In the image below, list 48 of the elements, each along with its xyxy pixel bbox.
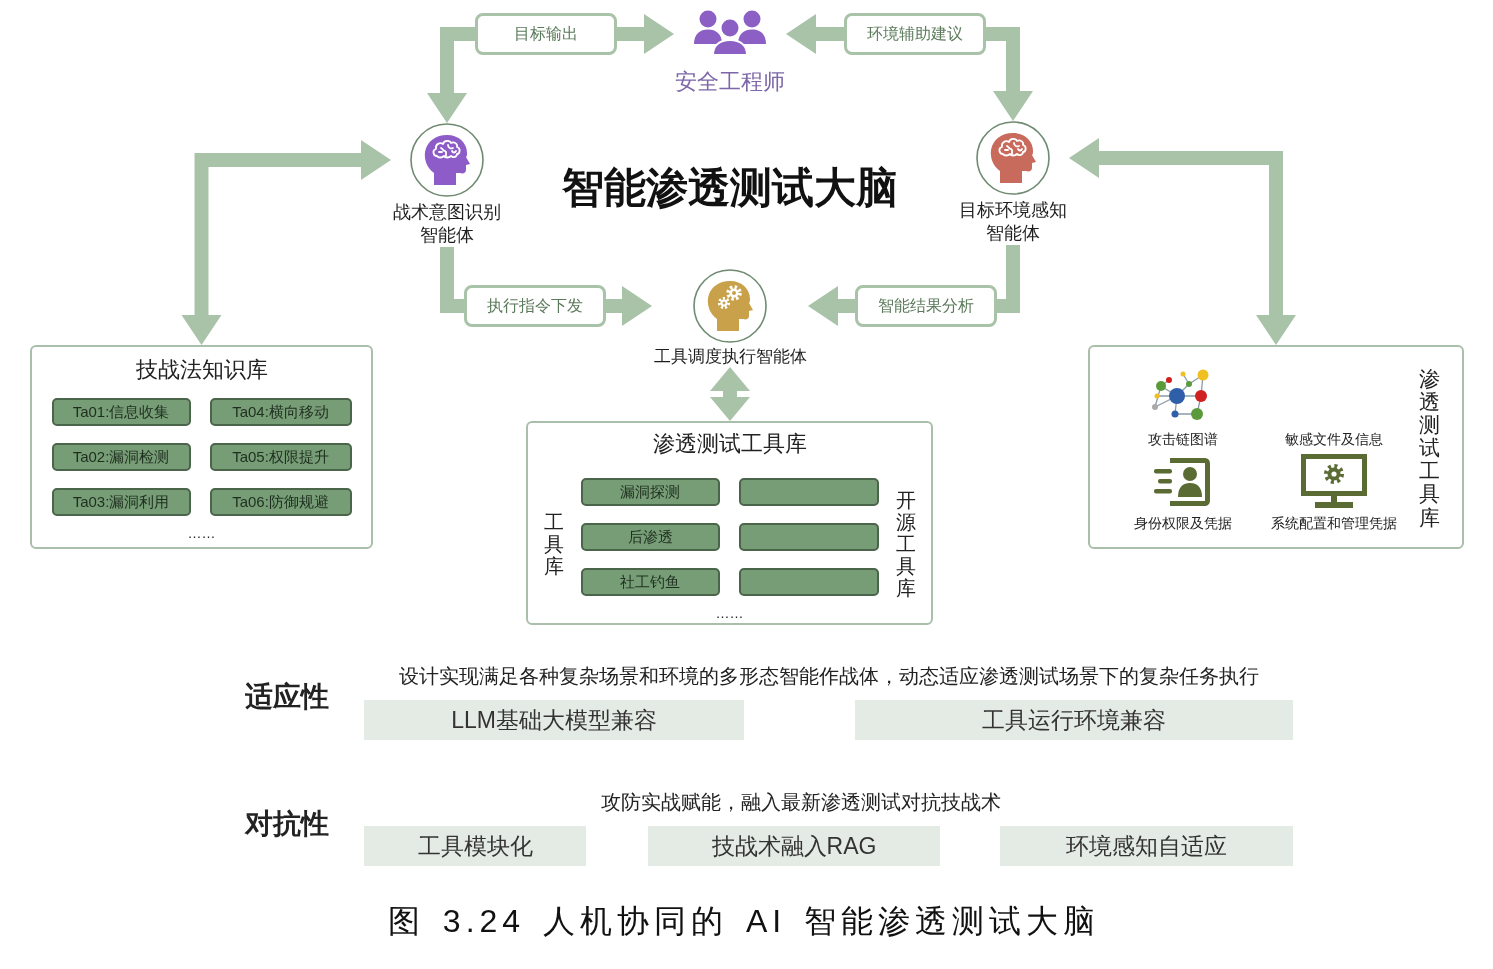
panel-title: 技战法知识库 <box>135 356 268 384</box>
asset-caption: 敏感文件及信息 <box>1285 430 1383 448</box>
tactic-tag: Ta02:漏洞检测 <box>51 443 191 471</box>
edge-label: 智能结果分析 <box>854 285 997 327</box>
vertical-label: 工具库 <box>544 511 564 577</box>
double-arrow <box>710 367 750 421</box>
agent-label: 战术意图识别智能体 <box>392 201 502 247</box>
tool-tag <box>738 478 879 506</box>
agent-label: 目标环境感知智能体 <box>958 199 1068 245</box>
knowledge-base-panel <box>30 345 373 549</box>
edge-label: 执行指令下发 <box>463 285 606 327</box>
edge-label: 环境辅助建议 <box>843 13 986 55</box>
double-arrow <box>181 140 391 345</box>
asset-caption: 系统配置和管理凭据 <box>1271 514 1397 532</box>
tactic-tag: Ta01:信息收集 <box>51 398 191 426</box>
tactic-tag: Ta05:权限提升 <box>209 443 352 471</box>
description-text: 设计实现满足各种复杂场景和环境的多形态智能作战体，动态适应渗透测试场景下的复杂任务执行 <box>399 664 1259 689</box>
tool-tag: 社工钓鱼 <box>580 568 720 596</box>
vertical-label: 开源工具库 <box>896 489 916 599</box>
description-text: 攻防实战赋能，融入最新渗透测试对抗技战术 <box>601 790 1001 815</box>
asset-caption: 身份权限及凭据 <box>1134 514 1232 532</box>
toolkit-panel <box>526 421 933 625</box>
diagram-title: 智能渗透测试大脑 <box>562 163 898 213</box>
role-label: 安全工程师 <box>675 68 785 96</box>
section-heading: 适应性 <box>245 680 329 714</box>
tool-tag: 后渗透 <box>580 523 720 551</box>
feature-bar: 环境感知自适应 <box>1000 826 1293 866</box>
tool-tag: 漏洞探测 <box>580 478 720 506</box>
section-heading: 对抗性 <box>245 807 329 841</box>
tool-tag <box>738 523 879 551</box>
feature-bar: 工具模块化 <box>364 826 586 866</box>
agent-label: 工具调度执行智能体 <box>653 346 807 367</box>
toolkit-panel <box>1088 345 1464 549</box>
feature-bar: 工具运行环境兼容 <box>855 700 1293 740</box>
panel-title: 渗透测试工具库 <box>652 430 807 458</box>
vertical-title: 渗透测试工具库 <box>1419 367 1440 529</box>
ellipsis-text: …… <box>187 526 216 540</box>
feature-bar: LLM基础大模型兼容 <box>364 700 744 740</box>
asset-caption: 攻击链图谱 <box>1148 430 1218 448</box>
double-arrow <box>1069 138 1296 345</box>
tactic-tag: Ta03:漏洞利用 <box>51 488 191 516</box>
tool-tag <box>738 568 879 596</box>
figure-caption: 图 3.24 人机协同的 AI 智能渗透测试大脑 <box>387 902 1101 941</box>
edge-label: 目标输出 <box>474 13 617 55</box>
tactic-tag: Ta04:横向移动 <box>209 398 352 426</box>
ellipsis-text: …… <box>715 606 744 620</box>
tactic-tag: Ta06:防御规避 <box>209 488 352 516</box>
feature-bar: 技战术融入RAG <box>648 826 940 866</box>
